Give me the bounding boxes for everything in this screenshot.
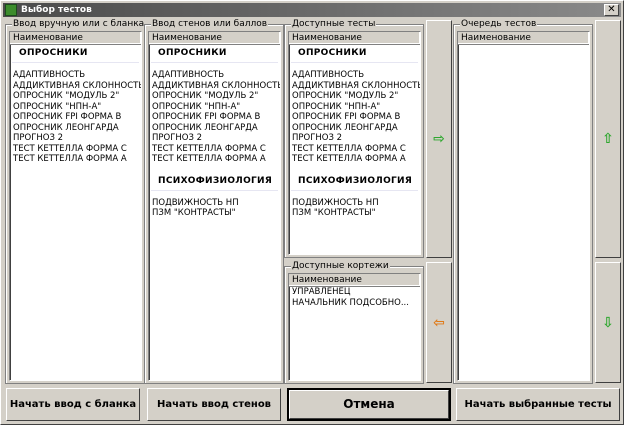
close-button[interactable]: ✕ <box>604 4 619 16</box>
list-spacer <box>289 219 420 227</box>
window-title: Выбор тестов <box>21 5 92 15</box>
list-item[interactable]: ПРОГНОЗ 2 <box>292 133 343 143</box>
list-item[interactable]: ОПРОСНИК FPI ФОРМА В <box>13 112 122 122</box>
list-item[interactable]: ОПРОСНИК ЛЕОНГАРДА <box>152 122 258 133</box>
list-item[interactable]: АДАПТИВНОСТЬ <box>152 70 225 80</box>
column-header-name[interactable]: Наименование <box>458 32 589 45</box>
app-icon <box>5 4 17 16</box>
list-spacer <box>149 165 280 173</box>
arrow-down-icon: ⇩ <box>602 314 614 331</box>
list-item[interactable]: ОПРОСНИК "НПН-А" <box>13 101 102 112</box>
list-item[interactable]: ОПРОСНИК "НПН-А" <box>292 101 381 112</box>
arrow-left-icon: ⇦ <box>433 314 445 331</box>
start-selected-tests-label: Начать выбранные тесты <box>464 399 612 410</box>
available-tuples-group: Доступные кортежи <box>284 260 424 384</box>
list-item[interactable]: ТЕСТ КЕТТЕЛЛА ФОРМА А <box>292 154 406 164</box>
category-divider <box>12 62 139 63</box>
list-item[interactable]: АДДИКТИВНАЯ СКЛОННОСТЬ <box>292 80 421 91</box>
category-divider <box>151 62 278 63</box>
category-header[interactable]: ОПРОСНИКИ <box>298 48 367 58</box>
available-tuples-label: Доступные кортежи <box>291 260 390 272</box>
list-item[interactable]: АДДИКТИВНАЯ СКЛОННОСТЬ <box>13 80 142 91</box>
list-item[interactable]: ОПРОСНИК "НПН-А" <box>152 101 241 112</box>
list-spacer <box>149 219 280 227</box>
list-item[interactable]: ПРОГНОЗ 2 <box>152 133 203 143</box>
category-divider <box>151 189 278 191</box>
list-item[interactable]: ТЕСТ КЕТТЕЛЛА ФОРМА А <box>13 154 127 164</box>
list-item[interactable]: ОПРОСНИК "МОДУЛЬ 2" <box>292 91 399 101</box>
category-header[interactable]: ПСИХОФИЗИОЛОГИЯ <box>158 175 273 186</box>
column-header-name[interactable]: Наименование <box>289 274 420 287</box>
list-item[interactable]: ПЗМ "КОНТРАСТЫ" <box>152 208 236 218</box>
move-down-button[interactable]: ⇩ <box>595 262 621 383</box>
list-spacer <box>10 165 141 173</box>
column-header-name[interactable]: Наименование <box>289 32 420 45</box>
cancel-label: Отмена <box>343 397 395 411</box>
list-item[interactable]: ОПРОСНИК ЛЕОНГАРДА <box>13 122 119 133</box>
start-selected-tests-button[interactable]: Начать выбранные тесты <box>456 388 620 421</box>
list-item[interactable]: АДАПТИВНОСТЬ <box>292 70 365 80</box>
move-right-button[interactable]: ⇨ <box>426 20 452 258</box>
title-bar: Выбор тестов ✕ <box>3 3 621 17</box>
list-item[interactable]: УПРАВЛЕНЕЦ <box>292 287 351 297</box>
available-tests-label: Доступные тесты <box>291 18 377 30</box>
manual-entry-label: Ввод вручную или с бланка <box>12 18 146 30</box>
start-blank-entry-label: Начать ввод с бланка <box>9 399 137 410</box>
test-queue-list[interactable]: Наименование <box>457 31 590 381</box>
list-spacer <box>289 165 420 173</box>
list-spacer <box>289 191 420 198</box>
list-spacer <box>149 191 280 198</box>
list-item[interactable]: ОПРОСНИК FPI ФОРМА В <box>292 112 401 122</box>
list-item[interactable]: ТЕСТ КЕТТЕЛЛА ФОРМА С <box>152 143 266 154</box>
stands-entry-group: Ввод стенов или баллов <box>144 18 284 384</box>
list-item[interactable]: ТЕСТ КЕТТЕЛЛА ФОРМА С <box>13 143 127 154</box>
stands-entry-label: Ввод стенов или баллов <box>151 18 269 30</box>
move-left-button[interactable]: ⇦ <box>426 262 452 383</box>
column-header-name[interactable]: Наименование <box>10 32 141 45</box>
list-item[interactable]: ОПРОСНИК FPI ФОРМА В <box>152 112 261 122</box>
list-item[interactable]: ПЗМ "КОНТРАСТЫ" <box>292 208 376 218</box>
list-spacer <box>10 63 141 70</box>
list-spacer <box>149 63 280 70</box>
available-tests-group: Доступные тесты <box>284 18 424 258</box>
start-stands-entry-label: Начать ввод стенов <box>156 399 272 410</box>
column-header-name[interactable]: Наименование <box>149 32 280 45</box>
list-item[interactable]: ОПРОСНИК "МОДУЛЬ 2" <box>13 91 120 101</box>
list-item[interactable]: ПОДВИЖНОСТЬ НП <box>152 197 239 208</box>
arrow-right-icon: ⇨ <box>433 131 445 147</box>
category-header[interactable]: ПСИХОФИЗИОЛОГИЯ <box>298 175 413 186</box>
arrow-up-icon: ⇧ <box>602 131 614 147</box>
test-queue-group: Очередь тестов <box>453 18 593 384</box>
list-item[interactable]: ПОДВИЖНОСТЬ НП <box>292 197 379 208</box>
cancel-button-face <box>289 390 449 419</box>
test-queue-label: Очередь тестов <box>460 18 538 30</box>
list-item[interactable]: ТЕСТ КЕТТЕЛЛА ФОРМА С <box>292 143 406 154</box>
category-divider <box>291 189 418 191</box>
category-header[interactable]: ОПРОСНИКИ <box>158 48 227 58</box>
start-blank-entry-button[interactable]: Начать ввод с бланка <box>6 388 140 421</box>
list-spacer <box>289 63 420 70</box>
category-header[interactable]: ОПРОСНИКИ <box>19 48 88 58</box>
start-stands-entry-button[interactable]: Начать ввод стенов <box>147 388 281 421</box>
category-divider <box>291 62 418 63</box>
list-item[interactable]: ТЕСТ КЕТТЕЛЛА ФОРМА А <box>152 154 266 164</box>
list-item[interactable]: НАЧАЛЬНИК ПОДСОБНО... <box>292 297 409 308</box>
list-item[interactable]: АДДИКТИВНАЯ СКЛОННОСТЬ <box>152 80 281 91</box>
list-item[interactable]: ОПРОСНИК "МОДУЛЬ 2" <box>152 91 259 101</box>
move-up-button[interactable]: ⇧ <box>595 20 621 258</box>
list-item[interactable]: ПРОГНОЗ 2 <box>13 133 64 143</box>
list-item[interactable]: ОПРОСНИК ЛЕОНГАРДА <box>292 122 398 133</box>
cancel-button[interactable]: Отмена <box>287 388 451 421</box>
list-item[interactable]: АДАПТИВНОСТЬ <box>13 70 86 80</box>
